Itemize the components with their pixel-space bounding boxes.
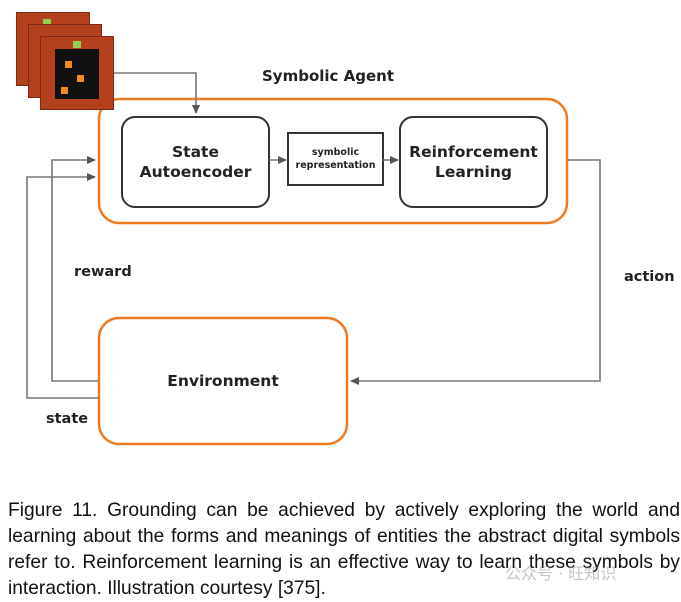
- state-autoencoder-line1: State: [172, 143, 219, 161]
- reinforcement-learning-line2: Learning: [435, 163, 512, 181]
- state-label: state: [46, 411, 89, 427]
- game-frame-3: [40, 36, 114, 110]
- environment-label: Environment: [99, 318, 347, 444]
- arrow-reward: [51, 156, 99, 382]
- symbolic-representation-label: symbolic representation: [288, 133, 383, 185]
- symbolic-representation-line2: representation: [295, 160, 376, 171]
- game-frame-3-item-b: [77, 75, 84, 82]
- game-frame-1-goal: [43, 19, 51, 26]
- reward-label: reward: [74, 264, 132, 280]
- game-frame-3-item-c: [61, 87, 68, 94]
- figure-caption: Figure 11. Grounding can be achieved by …: [8, 500, 680, 599]
- watermark: 公众号 · 旺知识: [505, 564, 617, 583]
- arrow-action: [350, 159, 601, 385]
- arrow-observation-to-autoencoder: [112, 72, 200, 114]
- environment-text: Environment: [167, 372, 279, 390]
- reinforcement-learning-label: Reinforcement Learning: [400, 117, 547, 207]
- symbolic-agent-container: [97, 97, 569, 225]
- game-frame-3-item-a: [65, 61, 72, 68]
- state-autoencoder-box: [121, 116, 270, 208]
- game-frame-3-goal: [73, 41, 81, 48]
- reinforcement-learning-line1: Reinforcement: [409, 143, 538, 161]
- arrow-state: [26, 173, 99, 399]
- state-autoencoder-label: State Autoencoder: [122, 117, 269, 207]
- symbolic-agent-title: Symbolic Agent: [262, 67, 395, 85]
- reinforcement-learning-box: [399, 116, 548, 208]
- state-autoencoder-line2: Autoencoder: [139, 163, 252, 181]
- symbolic-agent-diagram: Symbolic Agent State Autoencoder symboli…: [16, 12, 675, 446]
- diagram-canvas: [26, 72, 601, 446]
- action-label: action: [624, 269, 675, 285]
- symbolic-representation-box: [287, 132, 384, 186]
- symbolic-representation-line1: symbolic: [311, 147, 360, 158]
